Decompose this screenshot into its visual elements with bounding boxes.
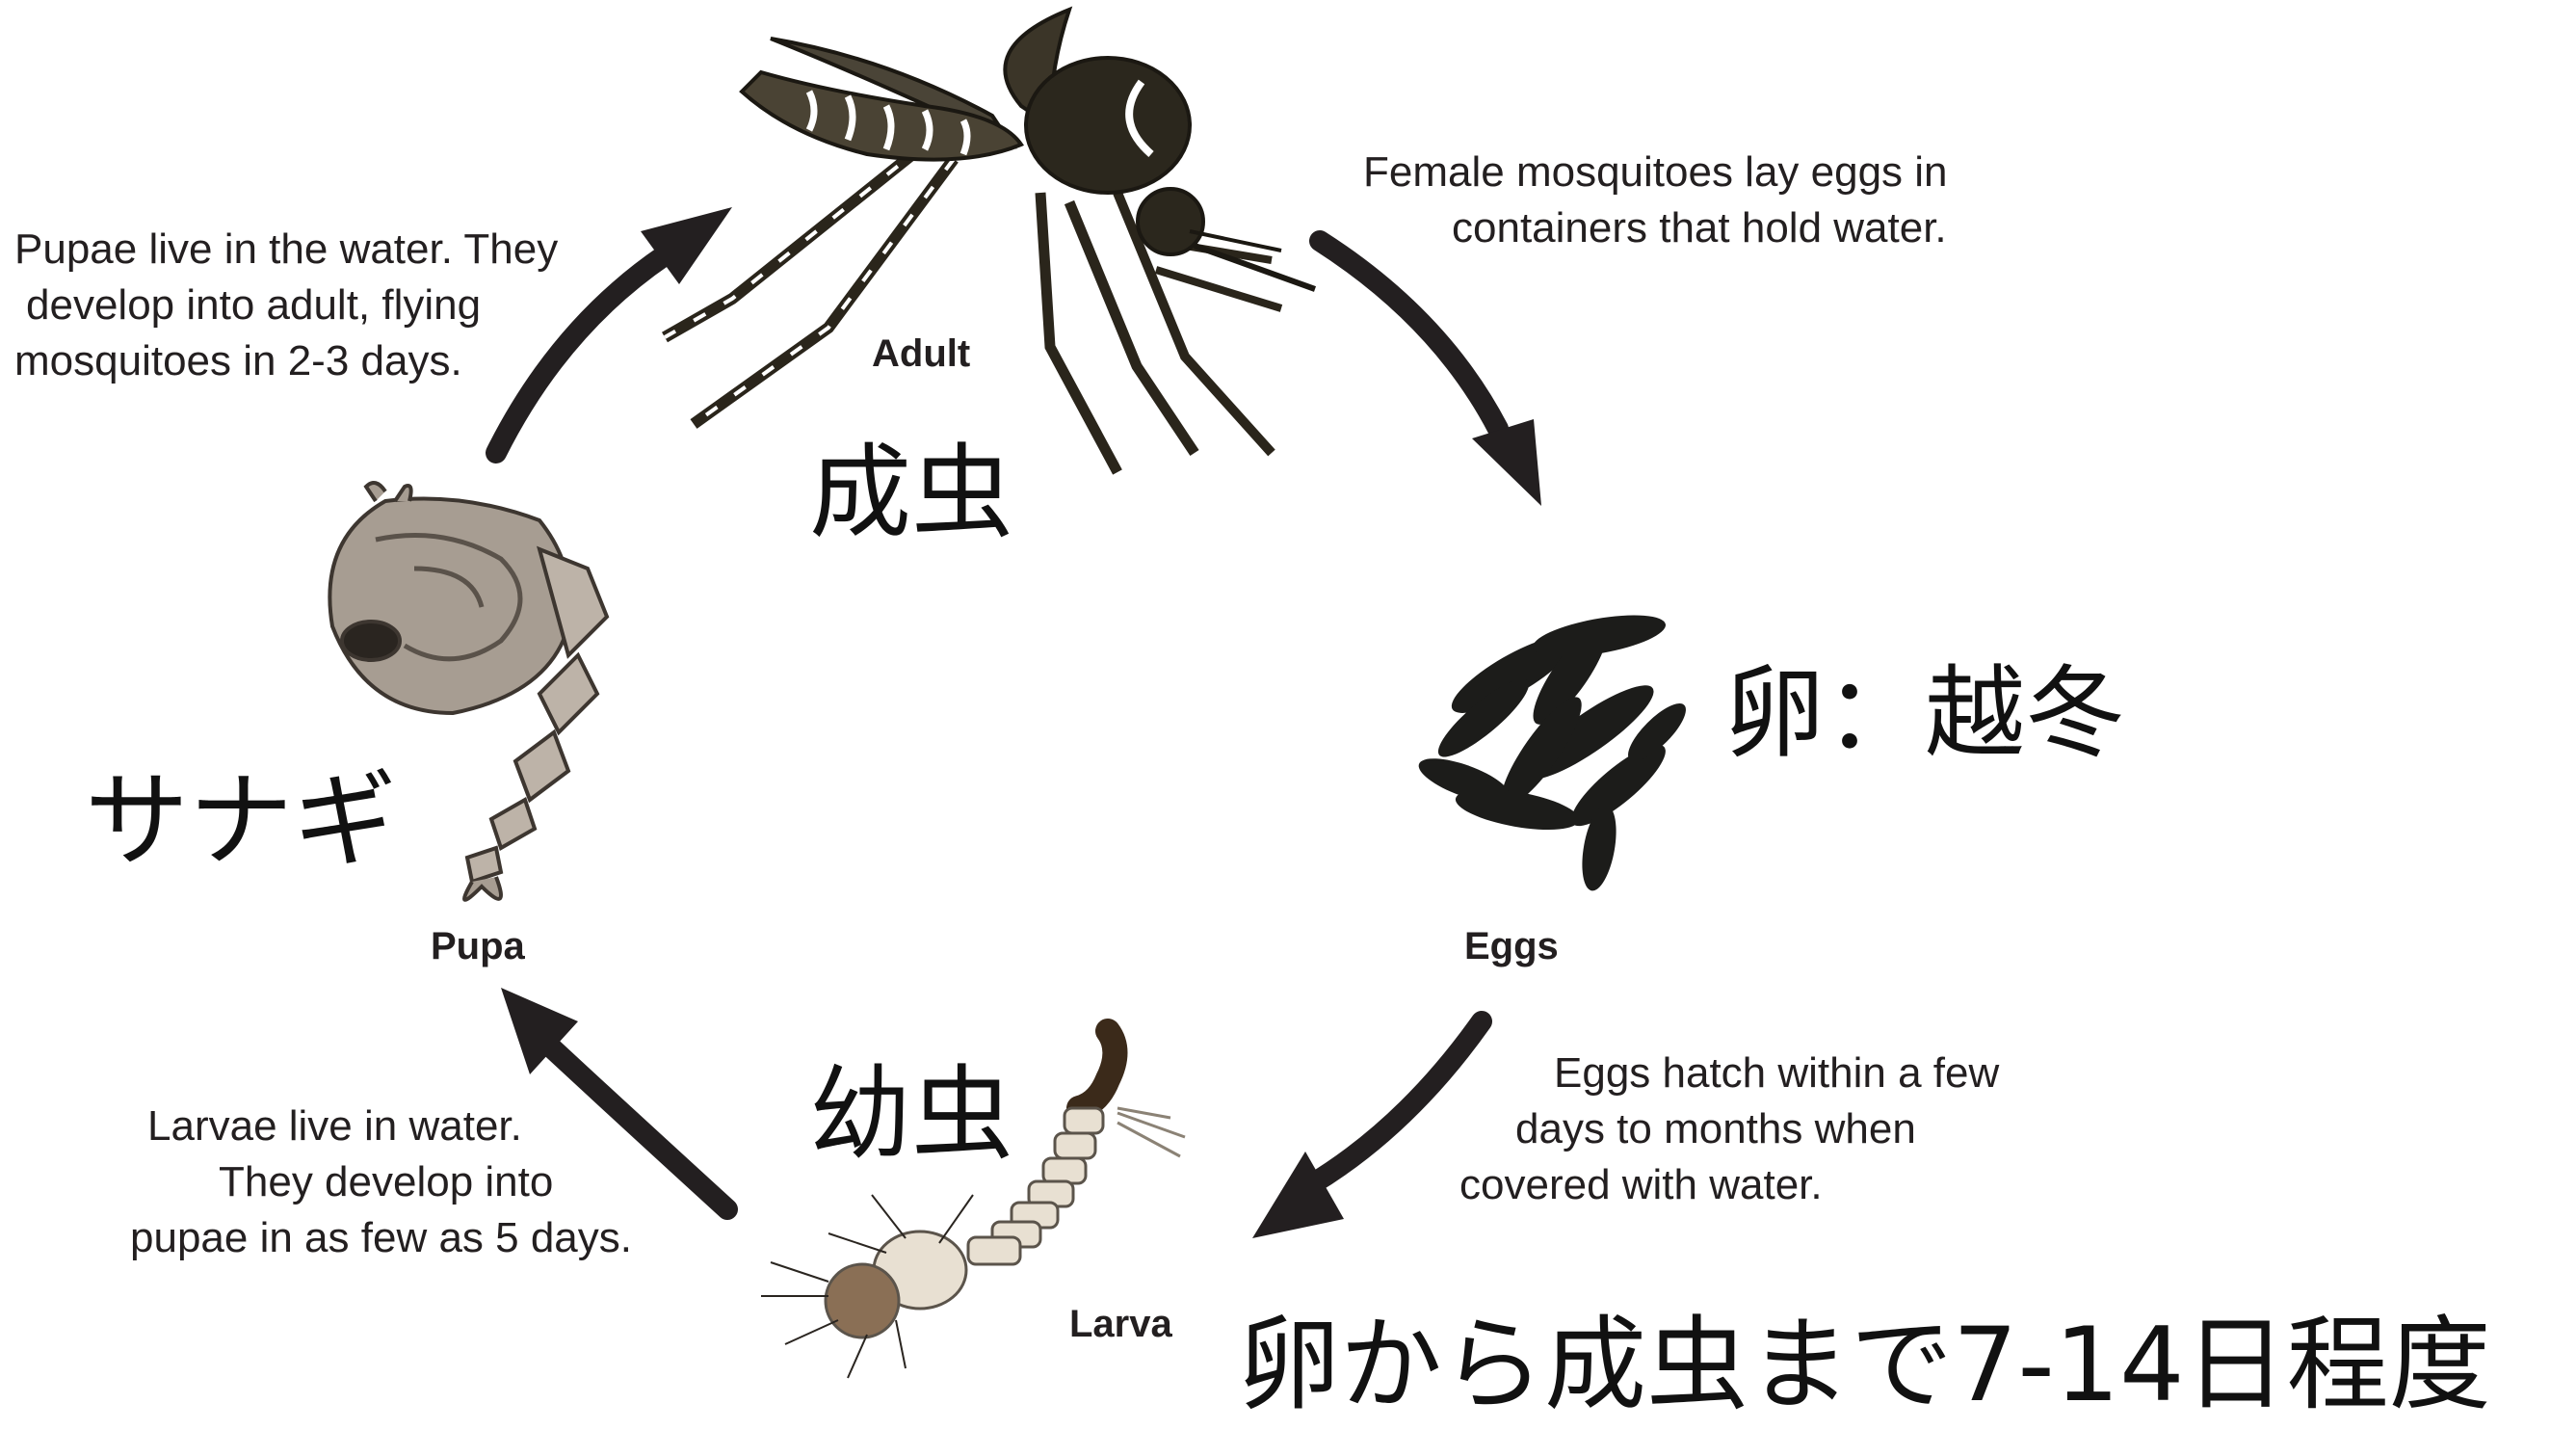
japanese-label-eggs: 卵：越冬 [1724,631,2125,777]
arrow-eggs-to-larva [1252,1021,1482,1238]
description-eggs-to-larva: Eggs hatch within a few days to months w… [1459,1046,1999,1213]
japanese-label-pupa: サナギ [85,737,397,887]
arrow-adult-to-eggs [1320,241,1541,506]
description-line: pupae in as few as 5 days. [130,1210,632,1266]
life-cycle-diagram: Adult Eggs Larva Pupa 成虫 卵：越冬 幼虫 サナギ Fem… [0,0,2576,1400]
adult-mosquito-illustration [665,10,1315,472]
japanese-label-adult: 成虫 [809,410,1013,558]
description-line: covered with water. [1459,1157,1999,1213]
description-line: They develop into [130,1154,632,1210]
summary-duration: 卵から成虫まで7-14日程度 [1238,1282,2491,1430]
description-line: Larvae live in water. [130,1099,632,1154]
description-line: days to months when [1459,1101,1999,1157]
description-adult-to-eggs: Female mosquitoes lay eggs in containers… [1363,145,1948,256]
description-larva-to-pupa: Larvae live in water. They develop into … [130,1099,632,1266]
eggs-illustration [1414,607,1695,893]
description-line: Pupae live in the water. They [14,222,558,278]
stage-label-larva: Larva [1069,1303,1172,1346]
description-pupa-to-adult: Pupae live in the water. They develop in… [14,222,558,389]
stage-label-eggs: Eggs [1464,925,1559,968]
stage-label-adult: Adult [872,332,970,376]
description-line: containers that hold water. [1363,200,1948,256]
japanese-label-larva: 幼虫 [809,1031,1013,1179]
description-line: develop into adult, flying [14,278,558,333]
stage-label-pupa: Pupa [431,925,525,968]
description-line: mosquitoes in 2-3 days. [14,333,558,389]
description-line: Female mosquitoes lay eggs in [1363,145,1948,200]
description-line: Eggs hatch within a few [1459,1046,1999,1101]
